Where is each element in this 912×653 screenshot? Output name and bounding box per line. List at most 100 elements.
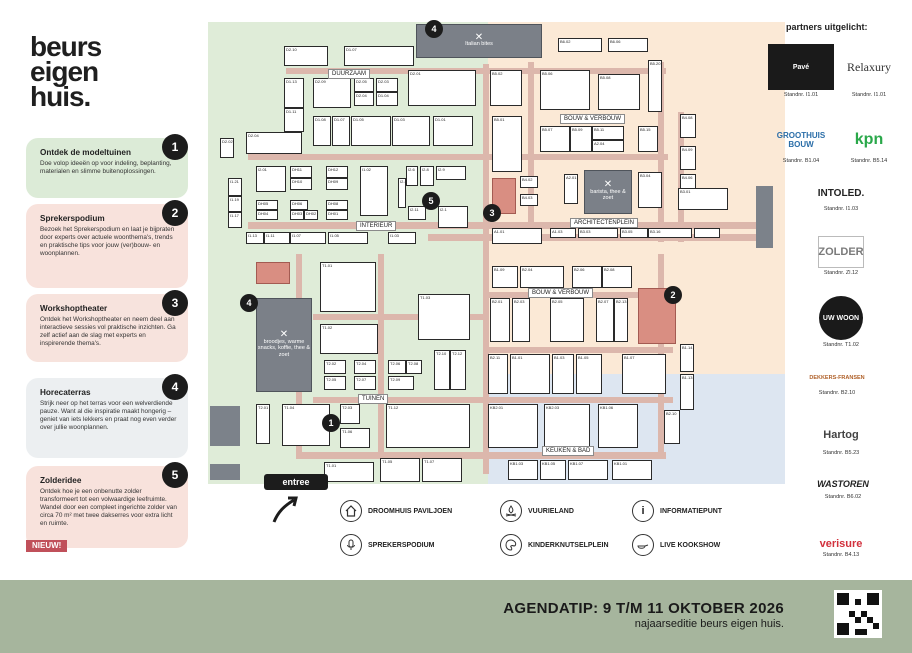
booth[interactable]: B1.03 [552,354,574,394]
booth[interactable]: D2.01 [408,70,476,106]
booth[interactable]: B2.06 [572,266,602,288]
booth[interactable]: B6.02 [558,38,602,52]
booth[interactable]: D2.09 [313,78,351,108]
booth[interactable]: B5.01 [492,116,522,172]
booth[interactable]: KB2.01 [488,404,538,448]
booth[interactable]: B2.03 [512,298,530,342]
booth[interactable]: B2.04 [520,266,564,288]
booth[interactable]: T2.08 [406,360,422,374]
partner-wastoren[interactable]: WASTOREN Standnr. B6.02 [800,476,886,500]
booth[interactable]: T1.02 [320,324,378,354]
booth[interactable]: A2.01 [564,174,578,204]
booth[interactable]: A2.04 [592,140,624,152]
booth[interactable]: I2.9 [436,166,466,180]
booth[interactable]: T1.07 [422,458,462,482]
booth[interactable]: B1.09 [492,266,518,288]
booth[interactable]: A1.01 [492,228,542,244]
booth[interactable]: D1.11 [284,108,304,132]
booth[interactable]: I1.05 [328,232,368,244]
restaurant-broodjes[interactable]: ✕ broodjes, warme snacks, koffie, thee &… [256,298,312,392]
booth[interactable]: I1.19 [228,196,242,212]
booth[interactable]: B2.08 [602,266,632,288]
booth[interactable]: B5.07 [540,126,570,152]
booth[interactable]: B1.13 [680,374,694,410]
booth[interactable]: DH06 [290,200,308,210]
booth[interactable]: D1.07 [344,46,414,66]
card-zolderidee[interactable]: 5 Zolderidee Ontdek hoe je een onbenutte… [26,462,188,552]
booth[interactable]: T2.10 [434,350,450,390]
booth[interactable]: DH12 [326,166,348,178]
booth[interactable]: B6.06 [608,38,648,52]
partner-pave[interactable]: Pavé Standnr. I1.01 [768,44,834,98]
partner-zolder[interactable]: ZOLDER Standnr. Zl.12 [808,236,874,276]
booth[interactable]: T2.04 [354,360,376,374]
partner-intoled[interactable]: INTOLED. Standnr. I1.03 [808,182,874,213]
booth[interactable]: B3.01 [678,188,728,210]
booth[interactable]: B3.16 [648,228,692,238]
booth[interactable]: KB1.06 [598,404,638,448]
card-modeltuinen[interactable]: 1 Ontdek de modeltuinen Doe volop ideeën… [26,134,188,198]
booth[interactable]: D2.02 [220,138,234,158]
booth[interactable]: B5.11 [592,126,624,140]
booth[interactable]: B4.02 [520,176,538,188]
booth[interactable]: D2.03 [376,78,398,92]
kinderknutselplein[interactable] [256,262,290,284]
booth[interactable]: I1.07 [290,232,326,244]
booth[interactable]: D2.10 [284,46,328,66]
partner-verisure[interactable]: verisure Standnr. B4.13 [808,516,874,558]
booth[interactable]: DH02 [304,210,318,220]
booth[interactable]: B4.08 [680,114,696,138]
card-sprekerspodium[interactable]: 2 Sprekerspodium Bezoek het Sprekerspodi… [26,200,188,288]
booth[interactable]: KB1.07 [568,460,608,480]
booth[interactable]: I1.02 [360,166,388,216]
booth[interactable]: B4.09 [680,146,696,170]
restaurant-barista[interactable]: ✕ barista, thee & zoet [584,170,632,214]
booth[interactable]: B2.07 [596,298,614,342]
booth[interactable]: T2.02 [324,360,346,374]
booth[interactable]: B4.03 [520,194,538,206]
booth[interactable]: B2.10 [664,410,680,444]
booth[interactable]: T1.12 [386,404,470,448]
booth[interactable]: T2.03 [340,404,360,424]
booth[interactable]: T1.01 [320,262,376,312]
booth[interactable]: B5.15 [638,126,658,152]
booth[interactable]: B5.02 [490,70,522,106]
booth[interactable]: I2.8 [420,166,434,186]
booth[interactable]: B2.13 [614,298,628,342]
booth[interactable]: B2.05 [550,298,584,342]
booth[interactable]: T1.06 [340,428,370,448]
booth[interactable]: B5.06 [540,70,590,110]
booth[interactable]: B2.11 [488,354,508,394]
partner-groothuis[interactable]: GROOTHUIS BOUW Standnr. B1.04 [768,124,834,164]
booth[interactable]: I1.17 [228,212,242,228]
booth[interactable]: DH04 [256,210,278,220]
booth[interactable]: DH01 [326,210,348,220]
booth[interactable]: D2.04 [246,132,302,154]
booth[interactable]: B1.14 [680,344,694,372]
booth[interactable]: D1.08 [313,116,331,146]
booth[interactable] [694,228,720,238]
booth[interactable]: B3.05 [620,228,648,238]
booth[interactable]: D1.05 [351,116,391,146]
partner-hartog[interactable]: Hartog Standnr. B5.23 [808,422,874,456]
partner-dekkers[interactable]: DEKKERS-FRANSEN Standnr. B2.10 [804,368,870,396]
booth[interactable]: I1.13 [246,232,264,244]
booth[interactable]: B1.01 [510,354,550,394]
booth[interactable]: B3.03 [578,228,618,238]
booth[interactable]: I2.11 [408,206,426,220]
booth[interactable]: B5.08 [598,74,640,110]
booth[interactable]: I2.6 [406,166,418,186]
booth[interactable]: DH03 [290,210,304,220]
booth[interactable]: KB1.03 [508,460,538,480]
booth[interactable]: T1.03 [418,294,470,340]
booth[interactable]: DH08 [326,200,348,210]
booth[interactable]: KB1.01 [612,460,652,480]
booth[interactable]: B5.09 [570,126,592,152]
booth[interactable]: T2.01 [256,404,270,444]
booth[interactable]: T1.05 [380,458,420,482]
booth[interactable]: DH09 [326,178,348,190]
booth[interactable]: B5.20 [648,60,662,112]
booth[interactable]: I2.01 [256,166,286,192]
booth[interactable]: T2.09 [388,376,414,390]
booth[interactable]: D1.01 [433,116,473,146]
